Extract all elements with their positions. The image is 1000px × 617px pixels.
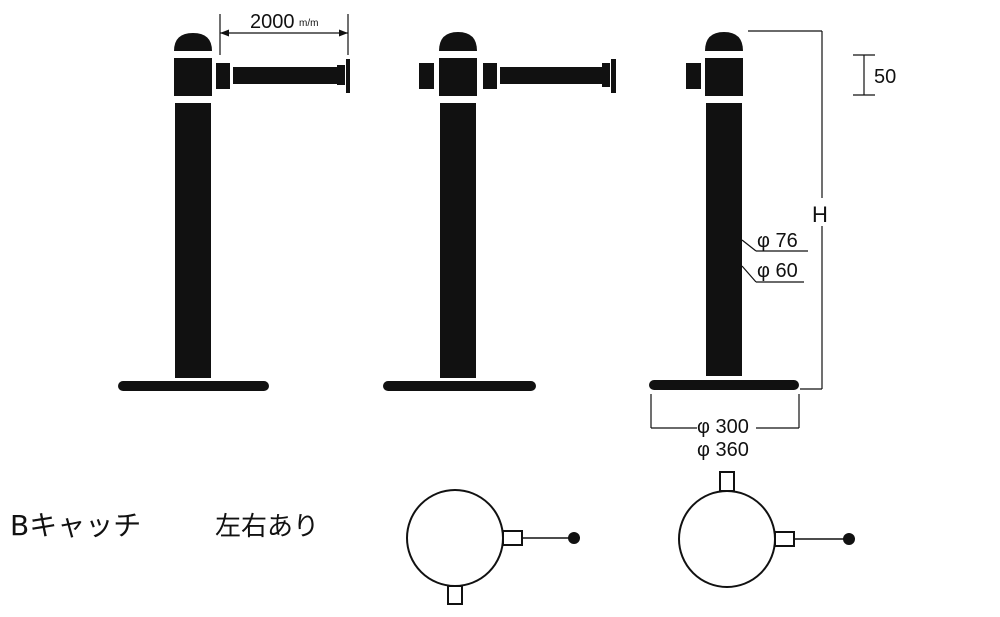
post-diameter-callouts: φ 76 φ 60 [741, 230, 808, 283]
post-middle-base [383, 381, 536, 391]
tape-length-arrow-left [220, 29, 229, 37]
plan-view-top-circle [678, 490, 776, 588]
tape-length-text-background [246, 8, 320, 32]
post-left-tape [233, 67, 337, 84]
phi360-label: φ 360 [697, 439, 749, 461]
plan-view-top [678, 471, 855, 588]
tape-length-unit: m/m [299, 18, 318, 29]
post-right [649, 32, 799, 390]
post-middle-tape-end-clip [602, 63, 610, 87]
cap-height-label: 50 [874, 66, 896, 88]
post-left-cap [174, 33, 212, 51]
post-left [118, 33, 350, 391]
phi60-leader [741, 265, 757, 283]
phi76-leader [741, 239, 757, 252]
phi60-label: φ 60 [757, 260, 798, 282]
post-middle-cap [439, 32, 477, 51]
post-left-body [175, 103, 211, 378]
plan-view-left-right [406, 489, 580, 605]
tape-length-dimension: 2000 m/m [219, 8, 349, 55]
post-middle-tape-end-tip [611, 59, 616, 93]
plan-view-top-clip [719, 471, 735, 492]
plan-view-left-right-tape-end [568, 532, 580, 544]
post-right-body [706, 103, 742, 376]
plan-view-left-right-circle [406, 489, 504, 587]
cap-height-dimension: 50 [853, 54, 896, 96]
phi76-label: φ 76 [757, 230, 798, 252]
post-right-left-clip [686, 63, 701, 89]
post-middle-body [440, 103, 476, 378]
tape-length-value: 2000 [250, 11, 295, 33]
post-left-base [118, 381, 269, 391]
height-label: H [812, 202, 828, 227]
post-left-head [174, 58, 212, 96]
post-middle-tape-cassette [483, 63, 497, 89]
post-middle [383, 32, 616, 391]
height-dimension: H [748, 30, 834, 390]
plan-view-left-right-tape-cassette [502, 530, 523, 546]
post-middle-tape [500, 67, 602, 84]
plan-view-top-tape-end [843, 533, 855, 545]
post-right-head [705, 58, 743, 96]
phi300-label: φ 300 [697, 416, 749, 438]
post-right-cap [705, 32, 743, 51]
plan-view-left-right-bottom-clip [447, 585, 463, 605]
variant-caption: 左右あり [215, 512, 319, 542]
tape-length-arrow-right [339, 29, 348, 37]
model-caption: Bキャッチ [10, 509, 141, 542]
post-left-tape-cassette [216, 63, 230, 89]
post-middle-head [439, 58, 477, 96]
post-left-tape-end-clip [337, 65, 345, 85]
base-diameter-dimension: φ 300 φ 360 [650, 394, 800, 461]
post-left-tape-end-tip [346, 59, 350, 93]
height-text-background [810, 198, 834, 226]
post-right-base [649, 380, 799, 390]
post-middle-left-clip [419, 63, 434, 89]
plan-view-top-tape-cassette [774, 531, 795, 547]
